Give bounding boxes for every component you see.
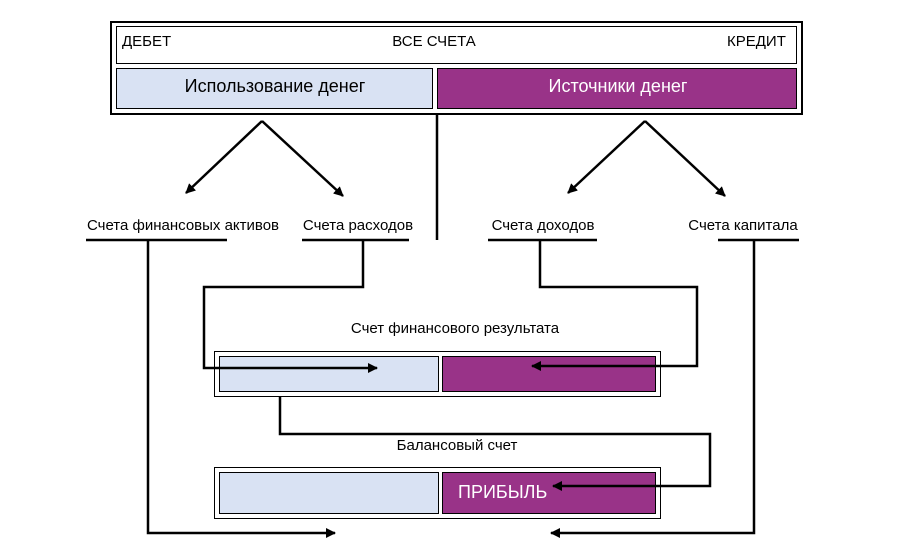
expenses-to-result-arrow (202, 240, 378, 373)
capital-to-balance-arrow (550, 240, 756, 538)
expense-accounts-label: Счета расходов (302, 217, 414, 234)
income-accounts-label: Счета доходов (491, 217, 595, 234)
assets-to-balance-arrow (146, 240, 336, 538)
capital-accounts-label: Счета капитала (688, 217, 798, 234)
financial-assets-accounts-label: Счета финансовых активов (86, 217, 280, 234)
financial-result-frame (214, 351, 661, 397)
use-of-money-label: Использование денег (184, 76, 366, 96)
balance-credit-box: ПРИБЫЛЬ (442, 472, 656, 514)
credit-label: КРЕДИТ (727, 33, 786, 50)
use-to-assets-arrow (185, 120, 263, 194)
use-to-expenses-arrow (261, 120, 344, 197)
result-to-profit-arrow (278, 397, 712, 491)
sources-of-money-label: Источники денег (548, 76, 688, 96)
balance-debit-box (219, 472, 439, 514)
financial-result-credit-box (442, 356, 656, 392)
balance-account-frame (214, 467, 661, 519)
sources-of-money-box: Источники денег (437, 68, 797, 109)
sources-to-income-arrow (567, 120, 646, 194)
debit-label: ДЕБЕТ (122, 33, 172, 50)
profit-label: ПРИБЫЛЬ (458, 482, 548, 502)
financial-result-title: Счет финансового результата (350, 320, 560, 337)
use-of-money-box: Использование денег (116, 68, 433, 109)
all-accounts-title-frame (116, 26, 797, 64)
balance-account-title: Балансовый счет (396, 437, 518, 454)
sources-to-capital-arrow (644, 120, 726, 197)
income-to-result-arrow (531, 240, 699, 371)
all-accounts-label: ВСЕ СЧЕТА (392, 33, 476, 50)
financial-result-debit-box (219, 356, 439, 392)
